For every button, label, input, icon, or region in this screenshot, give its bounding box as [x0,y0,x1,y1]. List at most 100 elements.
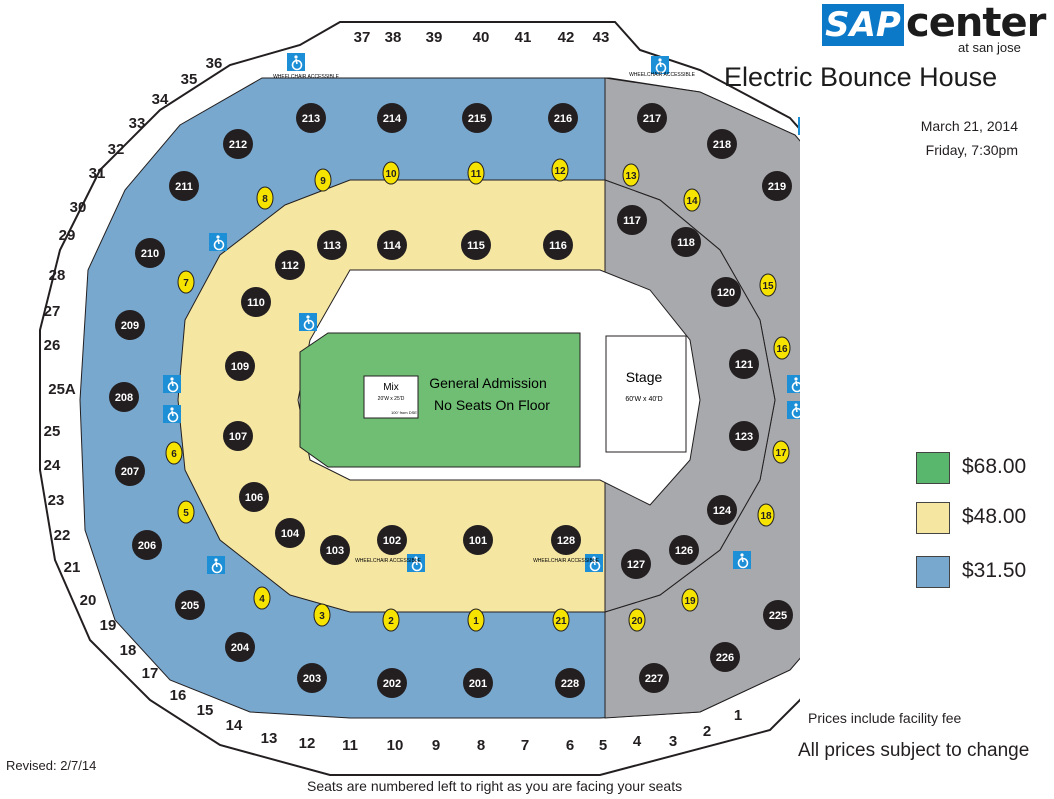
section-127[interactable]: 127 [621,549,651,579]
section-210[interactable]: 210 [135,238,165,268]
svg-text:215: 215 [468,113,486,125]
svg-text:212: 212 [229,139,247,151]
section-107[interactable]: 107 [223,421,253,451]
portal-4: 4 [253,586,271,610]
ga-label-line2: No Seats On Floor [434,397,550,413]
section-106[interactable]: 106 [239,482,269,512]
suite-7: 7 [521,737,529,754]
portal-2: 2 [382,608,400,632]
wheelchair-icon [798,117,800,135]
svg-text:226: 226 [716,652,734,664]
wheelchair-icon [651,56,669,74]
portal-11: 11 [467,161,485,185]
section-118[interactable]: 118 [671,227,701,257]
section-121[interactable]: 121 [729,349,759,379]
section-115[interactable]: 115 [461,230,491,260]
suite-15: 15 [197,702,214,719]
section-212[interactable]: 212 [223,129,253,159]
section-214[interactable]: 214 [377,103,407,133]
section-219[interactable]: 219 [762,171,792,201]
section-216[interactable]: 216 [548,103,578,133]
svg-text:127: 127 [627,559,645,571]
portal-16: 16 [773,336,791,360]
wheelchair-icon [787,401,800,419]
revised-date: Revised: 2/7/14 [6,758,97,773]
svg-text:109: 109 [231,361,249,373]
section-205[interactable]: 205 [175,590,205,620]
suite-27: 27 [44,303,61,320]
svg-text:209: 209 [121,320,139,332]
section-120[interactable]: 120 [711,277,741,307]
svg-text:225: 225 [769,610,787,622]
portal-6: 6 [165,441,183,465]
section-211[interactable]: 211 [169,171,199,201]
legend-price: $48.00 [962,505,1027,528]
section-209[interactable]: 209 [115,310,145,340]
svg-text:12: 12 [554,166,566,177]
svg-text:115: 115 [467,240,485,252]
portal-10: 10 [382,161,400,185]
portal-20: 20 [628,608,646,632]
section-110[interactable]: 110 [241,287,271,317]
suite-17: 17 [142,665,159,682]
svg-text:102: 102 [383,535,401,547]
section-102[interactable]: 102 [377,525,407,555]
section-201[interactable]: 201 [463,668,493,698]
section-227[interactable]: 227 [639,663,669,693]
stage-dimensions: 60'W x 40'D [625,396,662,403]
section-123[interactable]: 123 [729,421,759,451]
section-202[interactable]: 202 [377,668,407,698]
venue-location: at san jose [958,40,1021,55]
svg-text:110: 110 [247,297,265,309]
section-113[interactable]: 113 [317,230,347,260]
section-103[interactable]: 103 [320,535,350,565]
section-208[interactable]: 208 [109,382,139,412]
suite-26: 26 [44,337,61,354]
section-128[interactable]: 128 [551,525,581,555]
section-207[interactable]: 207 [115,456,145,486]
arena-seating-map: Mix 20'W x 25'D 100' from DSE General Ad… [39,21,800,776]
svg-text:124: 124 [713,505,732,517]
svg-text:1: 1 [473,616,479,627]
section-112[interactable]: 112 [275,250,305,280]
section-213[interactable]: 213 [296,103,326,133]
svg-text:5: 5 [183,508,189,519]
section-217[interactable]: 217 [637,103,667,133]
section-116[interactable]: 116 [543,230,573,260]
suite-36: 36 [206,55,223,72]
section-226[interactable]: 226 [710,642,740,672]
section-203[interactable]: 203 [297,663,327,693]
section-109[interactable]: 109 [225,351,255,381]
section-218[interactable]: 218 [707,129,737,159]
svg-text:202: 202 [383,678,401,690]
svg-text:113: 113 [323,240,341,252]
svg-text:126: 126 [675,545,693,557]
wheelchair-icon [209,233,227,251]
section-104[interactable]: 104 [275,518,305,548]
section-126[interactable]: 126 [669,535,699,565]
portal-3: 3 [313,603,331,627]
svg-text:4: 4 [259,594,265,605]
suite-1: 1 [734,707,742,724]
portal-13: 13 [622,163,640,187]
section-228[interactable]: 228 [555,668,585,698]
section-114[interactable]: 114 [377,230,407,260]
section-204[interactable]: 204 [225,632,255,662]
wheelchair-icon [787,375,800,393]
suite-22: 22 [54,527,71,544]
svg-text:116: 116 [549,240,567,252]
section-215[interactable]: 215 [462,103,492,133]
svg-text:205: 205 [181,600,199,612]
svg-text:16: 16 [776,344,788,355]
svg-text:7: 7 [183,278,189,289]
section-225[interactable]: 225 [763,600,793,630]
wheelchair-icon [207,556,225,574]
section-124[interactable]: 124 [707,495,737,525]
svg-text:20: 20 [631,616,643,627]
section-101[interactable]: 101 [463,525,493,555]
portal-5: 5 [177,500,195,524]
section-206[interactable]: 206 [132,530,162,560]
suite-28: 28 [49,267,66,284]
section-117[interactable]: 117 [617,205,647,235]
svg-text:2: 2 [388,616,394,627]
